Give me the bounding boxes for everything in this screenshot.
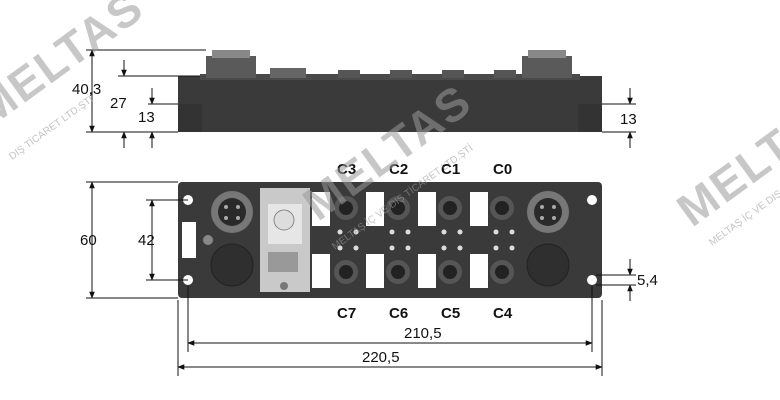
port-label: C3 (337, 161, 356, 178)
side-connector-left (206, 56, 256, 78)
m12-cap-left (210, 243, 254, 287)
dim-overall-length: 220,5 (362, 349, 400, 366)
mounting-hole (587, 275, 597, 285)
side-socket (338, 70, 360, 78)
side-view: 40,3 27 13 13 (72, 49, 637, 148)
port-label: C5 (441, 305, 460, 322)
dim-hole-pitch: 210,5 (404, 325, 442, 342)
port-label: C6 (389, 305, 408, 322)
side-body (178, 76, 602, 132)
mounting-hole (587, 195, 597, 205)
m12-cap-right (526, 243, 570, 287)
side-flange-right (578, 104, 602, 132)
ground-screw (203, 235, 213, 245)
rotary-switch-icon (273, 209, 295, 231)
port-label: C2 (389, 161, 408, 178)
side-flange-left (178, 104, 202, 132)
dim-width: 60 (80, 232, 97, 249)
watermark-brand: MELTAS (667, 80, 780, 236)
dim-flange-right: 13 (620, 111, 637, 128)
side-connector-left-cap (212, 50, 250, 58)
port-label: C1 (441, 161, 460, 178)
dim-total-height: 40,3 (72, 81, 101, 98)
label-strip (182, 222, 196, 258)
port-label: C7 (337, 305, 356, 322)
side-connector-right (522, 56, 572, 78)
side-socket (390, 70, 412, 78)
dim-body-height: 27 (110, 95, 127, 112)
socket-row-top (312, 192, 514, 226)
side-socket (270, 68, 306, 78)
dim-hole-spacing: 42 (138, 232, 155, 249)
side-socket (494, 70, 516, 78)
port-label: C0 (493, 161, 512, 178)
side-connector-right-cap (528, 50, 566, 58)
dim-hole-diameter: 5,4 (637, 272, 658, 289)
port-label: C4 (493, 305, 513, 322)
dim-flange-left: 13 (138, 109, 155, 126)
status-leds (337, 229, 515, 251)
top-view: C3 C2 C1 C0 C7 C6 C5 C4 60 42 5,4 210,5 … (80, 161, 658, 376)
side-socket (442, 70, 464, 78)
socket-row-bottom (312, 254, 514, 288)
